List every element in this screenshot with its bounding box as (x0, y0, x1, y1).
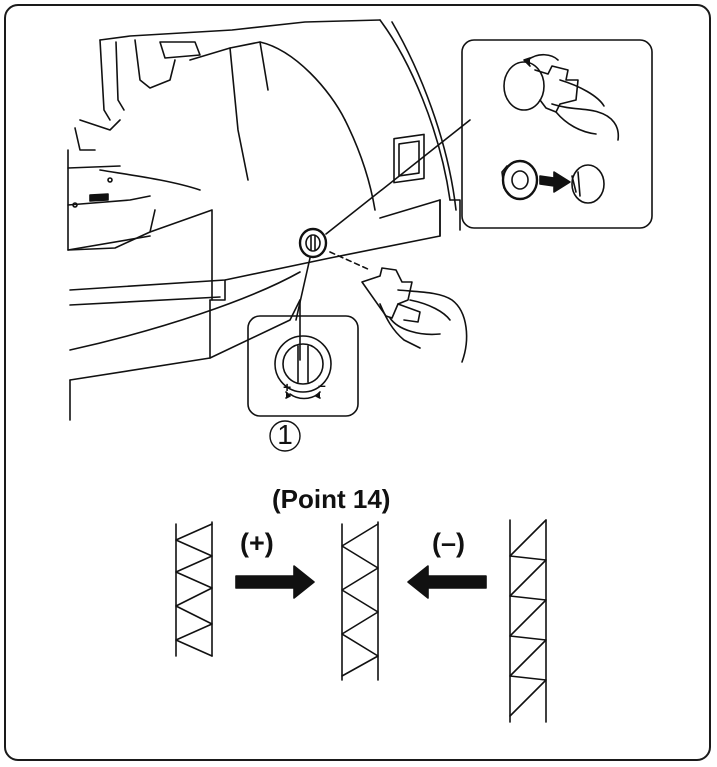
stitch-normal (341, 521, 379, 681)
arrow-right-icon (235, 565, 315, 599)
dial-zoom-box (247, 315, 359, 417)
leader-line-inset (325, 119, 471, 235)
plus-label: (+) (240, 528, 274, 558)
callout-circle (269, 420, 301, 452)
inset-removal-steps (461, 39, 653, 229)
tension-dial (298, 227, 328, 259)
dial-plus-sign: + (283, 379, 291, 395)
hand-with-cover-icon (361, 267, 468, 363)
dial-minus-sign: – (318, 377, 326, 393)
leader-line-zoom (295, 257, 311, 321)
stitch-dense (175, 521, 213, 657)
dashed-guide (329, 251, 371, 271)
machine-body (67, 19, 461, 421)
stitch-sparse (509, 519, 547, 723)
callout-number: 1 (277, 419, 293, 450)
point-title: (Point 14) (272, 484, 391, 514)
minus-label: (–) (432, 528, 465, 558)
arrow-left-icon (407, 565, 487, 599)
